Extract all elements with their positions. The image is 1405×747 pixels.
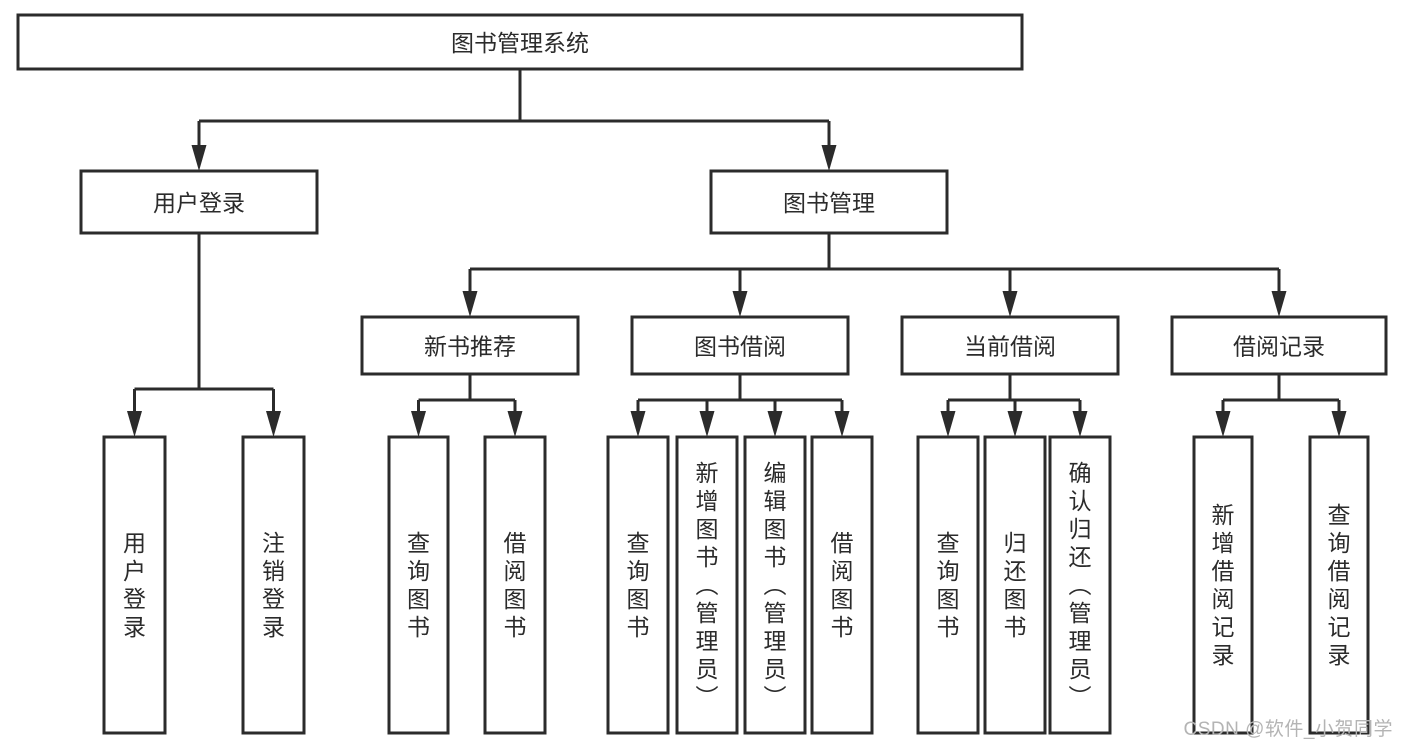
edge-group-book-manage <box>462 233 1287 317</box>
node-label-leaf-borrow-book-2: 借阅图书 <box>831 530 854 640</box>
arrow-head-icon <box>767 411 783 437</box>
node-label-user-login: 用户登录 <box>153 190 245 216</box>
node-leaf-return-book[interactable]: 归还图书 <box>983 435 1047 735</box>
edge-group-borrow-record <box>1215 374 1347 437</box>
node-leaf-borrow-book-2[interactable]: 借阅图书 <box>810 435 874 735</box>
node-leaf-query-record[interactable]: 查询借阅记录 <box>1308 435 1370 735</box>
node-box-leaf-confirm-return[interactable] <box>1048 435 1112 735</box>
arrow-head-icon <box>127 411 142 437</box>
node-label-leaf-query-book-2: 查询图书 <box>627 530 650 640</box>
node-box-leaf-query-book-2[interactable] <box>606 435 670 735</box>
arrow-head-icon <box>1002 291 1018 317</box>
node-root[interactable]: 图书管理系统 <box>16 13 1024 71</box>
arrow-head-icon <box>411 411 426 437</box>
arrow-head-icon <box>699 411 715 437</box>
node-leaf-borrow-book-1[interactable]: 借阅图书 <box>483 435 547 735</box>
arrow-head-icon <box>630 411 646 437</box>
node-leaf-confirm-return[interactable]: 确认归还︵管理员︶ <box>1048 435 1112 735</box>
arrow-head-icon <box>462 291 478 317</box>
node-box-user-login[interactable] <box>79 169 319 235</box>
connector-layer <box>127 69 1347 437</box>
node-book-manage[interactable]: 图书管理 <box>709 169 949 235</box>
node-layer: 图书管理系统用户登录图书管理新书推荐图书借阅当前借阅借阅记录用户登录注销登录查询… <box>16 13 1388 735</box>
node-leaf-user-login[interactable]: 用户登录 <box>102 435 167 735</box>
node-box-leaf-add-book[interactable] <box>675 435 739 735</box>
node-label-borrow-record: 借阅记录 <box>1233 334 1325 360</box>
arrow-head-icon <box>940 411 956 437</box>
edge-group-book-borrow <box>630 374 850 437</box>
csdn-watermark: CSDN @软件_小贺同学 <box>1183 719 1393 740</box>
node-current-borrow[interactable]: 当前借阅 <box>900 315 1120 376</box>
node-label-new-book-rec: 新书推荐 <box>424 334 516 360</box>
node-label-leaf-user-login: 用户登录 <box>123 530 146 640</box>
arrow-head-icon <box>1007 411 1023 437</box>
node-box-current-borrow[interactable] <box>900 315 1120 376</box>
node-user-login[interactable]: 用户登录 <box>79 169 319 235</box>
arrow-head-icon <box>1072 411 1088 437</box>
node-box-book-manage[interactable] <box>709 169 949 235</box>
arrow-head-icon <box>191 145 207 171</box>
node-new-book-rec[interactable]: 新书推荐 <box>360 315 580 376</box>
edge-group-root <box>191 69 837 171</box>
node-label-leaf-borrow-book-1: 借阅图书 <box>504 530 527 640</box>
node-label-leaf-confirm-return: 确认归还︵管理员︶ <box>1069 460 1092 710</box>
arrow-head-icon <box>1331 411 1347 437</box>
arrow-head-icon <box>821 145 837 171</box>
node-label-leaf-edit-book: 编辑图书︵管理员︶ <box>764 460 787 710</box>
edge-group-current-borrow <box>940 374 1088 437</box>
node-label-root: 图书管理系统 <box>451 30 589 56</box>
node-leaf-query-book-3[interactable]: 查询图书 <box>916 435 980 735</box>
node-leaf-query-book-1[interactable]: 查询图书 <box>387 435 450 735</box>
arrow-head-icon <box>732 291 748 317</box>
arrow-head-icon <box>266 411 281 437</box>
node-borrow-record[interactable]: 借阅记录 <box>1170 315 1388 376</box>
node-leaf-add-book[interactable]: 新增图书︵管理员︶ <box>675 435 739 735</box>
node-label-leaf-return-book: 归还图书 <box>1004 530 1027 640</box>
node-leaf-logout[interactable]: 注销登录 <box>241 435 306 735</box>
node-label-leaf-query-record: 查询借阅记录 <box>1328 502 1351 668</box>
node-label-current-borrow: 当前借阅 <box>964 334 1056 360</box>
node-box-leaf-edit-book[interactable] <box>743 435 807 735</box>
node-label-leaf-query-book-3: 查询图书 <box>937 530 960 640</box>
node-label-leaf-query-book-1: 查询图书 <box>407 530 430 640</box>
node-box-new-book-rec[interactable] <box>360 315 580 376</box>
node-box-book-borrow[interactable] <box>630 315 850 376</box>
node-label-leaf-logout: 注销登录 <box>262 530 285 640</box>
node-box-leaf-query-book-1[interactable] <box>387 435 450 735</box>
arrow-head-icon <box>1271 291 1287 317</box>
edge-group-new-book-rec <box>411 374 523 437</box>
node-label-book-borrow: 图书借阅 <box>694 334 786 360</box>
edge-group-user-login <box>127 233 281 437</box>
node-box-leaf-query-record[interactable] <box>1308 435 1370 735</box>
node-box-leaf-add-record[interactable] <box>1192 435 1254 735</box>
arrow-head-icon <box>1215 411 1231 437</box>
node-box-leaf-return-book[interactable] <box>983 435 1047 735</box>
arrow-head-icon <box>834 411 850 437</box>
arrow-head-icon <box>507 411 523 437</box>
node-label-leaf-add-book: 新增图书︵管理员︶ <box>696 460 719 710</box>
node-label-book-manage: 图书管理 <box>783 190 875 216</box>
node-label-leaf-add-record: 新增借阅记录 <box>1212 502 1235 668</box>
node-leaf-edit-book[interactable]: 编辑图书︵管理员︶ <box>743 435 807 735</box>
node-box-borrow-record[interactable] <box>1170 315 1388 376</box>
node-leaf-query-book-2[interactable]: 查询图书 <box>606 435 670 735</box>
node-box-leaf-borrow-book-1[interactable] <box>483 435 547 735</box>
node-box-leaf-borrow-book-2[interactable] <box>810 435 874 735</box>
node-box-root[interactable] <box>16 13 1024 71</box>
node-box-leaf-query-book-3[interactable] <box>916 435 980 735</box>
node-box-leaf-logout[interactable] <box>241 435 306 735</box>
node-box-leaf-user-login[interactable] <box>102 435 167 735</box>
node-leaf-add-record[interactable]: 新增借阅记录 <box>1192 435 1254 735</box>
node-book-borrow[interactable]: 图书借阅 <box>630 315 850 376</box>
